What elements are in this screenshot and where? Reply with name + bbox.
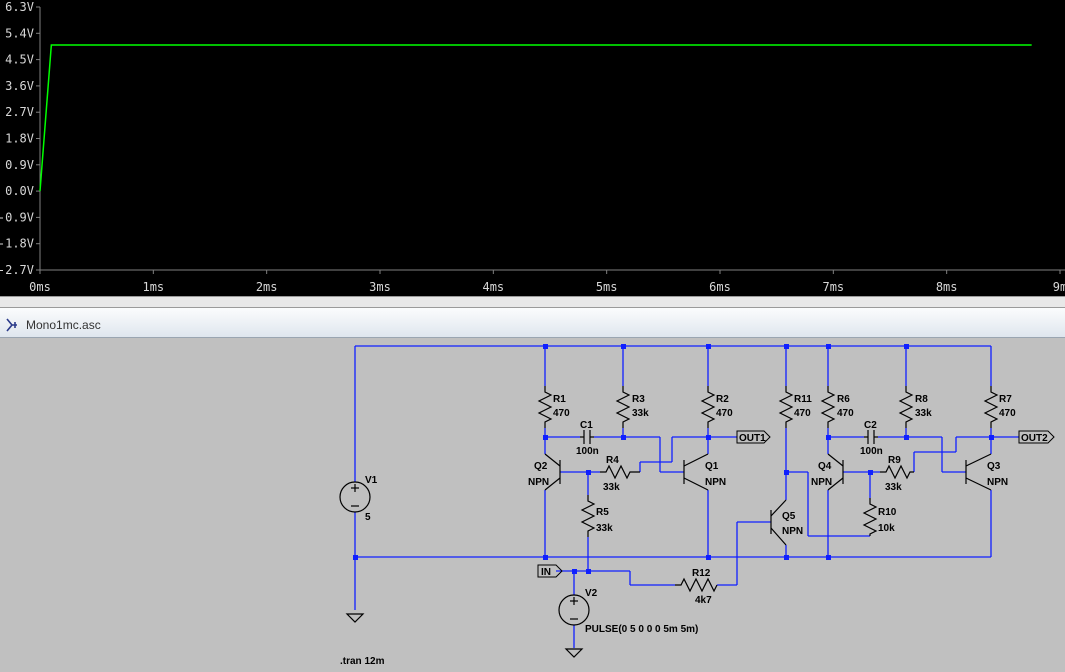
net-label-out1: OUT1 [739,433,766,444]
x-tick-label: 5ms [596,280,618,294]
label-r8-value: 33k [915,408,932,419]
label-r10-name: R10 [878,507,897,518]
net-label-out2: OUT2 [1021,433,1048,444]
y-tick-label: 3.6V [5,79,34,93]
label-q2-type: NPN [528,477,549,488]
label-r7-name: R7 [999,394,1012,405]
x-tick-label: 9m [1053,280,1065,294]
label-c1-name: C1 [580,420,593,431]
label-r12-name: R12 [692,568,711,579]
label-q3-name: Q3 [987,461,1001,472]
label-q1-name: Q1 [705,461,719,472]
label-q2-name: Q2 [534,461,548,472]
label-q5-name: Q5 [782,511,796,522]
component-labels: R1 470 R3 33k R2 470 R11 470 R6 470 R8 3… [340,394,1048,667]
ground-symbols [345,613,584,658]
waveform-plot-pane[interactable]: 6.3V 5.4V 4.5V 3.6V 2.7V 1.8V 0.9V 0.0V -0.9V -1.… [0,0,1065,296]
label-r3-value: 33k [632,408,649,419]
label-r7-value: 470 [999,408,1016,419]
y-tick-label: 1.8V [5,132,34,146]
label-r10-value: 10k [878,523,895,534]
label-r6-value: 470 [837,408,854,419]
x-tick-label: 6ms [709,280,731,294]
label-r5-name: R5 [596,507,609,518]
label-r4-name: R4 [606,455,619,466]
label-q4-type: NPN [811,477,832,488]
x-tick-label: 2ms [256,280,278,294]
waveform-plot[interactable]: 6.3V 5.4V 4.5V 3.6V 2.7V 1.8V 0.9V 0.0V -0.9V -1.… [0,0,1065,296]
net-flags [537,430,1055,578]
label-r4-value: 33k [603,482,620,493]
waveform-trace [39,44,1032,192]
transistor-symbols [544,453,992,546]
schematic-drawing[interactable]: R1 470 R3 33k R2 470 R11 470 R6 470 R8 3… [0,338,1065,667]
y-tick-label: 0.9V [5,158,34,172]
net-label-in: IN [541,567,551,578]
label-r11-name: R11 [794,394,812,405]
label-q5-type: NPN [782,526,803,537]
label-c1-value: 100n [576,446,599,457]
label-q1-type: NPN [705,477,726,488]
tab-schematic[interactable]: Mono1mc.asc [0,312,111,337]
y-tick-label: -0.9V [0,210,34,224]
y-tick-label: 5.4V [5,26,34,40]
y-tick-label: -2.7V [0,263,34,277]
spice-directive[interactable]: .tran 12m [340,656,385,667]
label-v2-name: V2 [585,588,598,599]
label-r8-name: R8 [915,394,928,405]
label-r12-value: 4k7 [695,595,712,606]
label-c2-name: C2 [864,420,877,431]
y-tick-label: 4.5V [5,53,34,67]
y-tick-label: 0.0V [5,184,34,198]
label-r9-name: R9 [888,455,901,466]
x-tick-label: 3ms [369,280,391,294]
label-r1-name: R1 [553,394,566,405]
label-v1-value: 5 [365,512,371,523]
label-q3-type: NPN [987,477,1008,488]
label-q4-name: Q4 [818,461,832,472]
label-r2-name: R2 [716,394,729,405]
label-r9-value: 33k [885,482,902,493]
label-c2-value: 100n [860,446,883,457]
label-v1-name: V1 [365,475,378,486]
junctions [353,344,994,574]
x-tick-label: 1ms [142,280,164,294]
pane-splitter[interactable] [0,296,1065,308]
schematic-canvas[interactable]: R1 470 R3 33k R2 470 R11 470 R6 470 R8 3… [0,338,1065,667]
label-r5-value: 33k [596,523,613,534]
y-tick-label: 6.3V [5,0,34,14]
label-r2-value: 470 [716,408,733,419]
tab-title: Mono1mc.asc [26,317,101,332]
label-r6-name: R6 [837,394,850,405]
x-tick-label: 4ms [482,280,504,294]
y-tick-label: -1.8V [0,237,34,251]
x-tick-label: 0ms [29,280,51,294]
x-tick-label: 7ms [822,280,844,294]
label-r1-value: 470 [553,408,570,419]
capacitor-symbols [580,430,878,444]
label-v2-value: PULSE(0 5 0 0 0 5m 5m) [585,624,698,635]
x-tick-label: 8ms [936,280,958,294]
source-symbols [339,481,590,626]
tab-bar: Mono1mc.asc [0,308,1065,338]
resistor-symbols [537,386,999,593]
y-tick-label: 2.7V [5,105,34,119]
label-r11-value: 470 [794,408,811,419]
wires [354,345,1019,648]
schematic-icon [6,317,17,332]
label-r3-name: R3 [632,394,645,405]
